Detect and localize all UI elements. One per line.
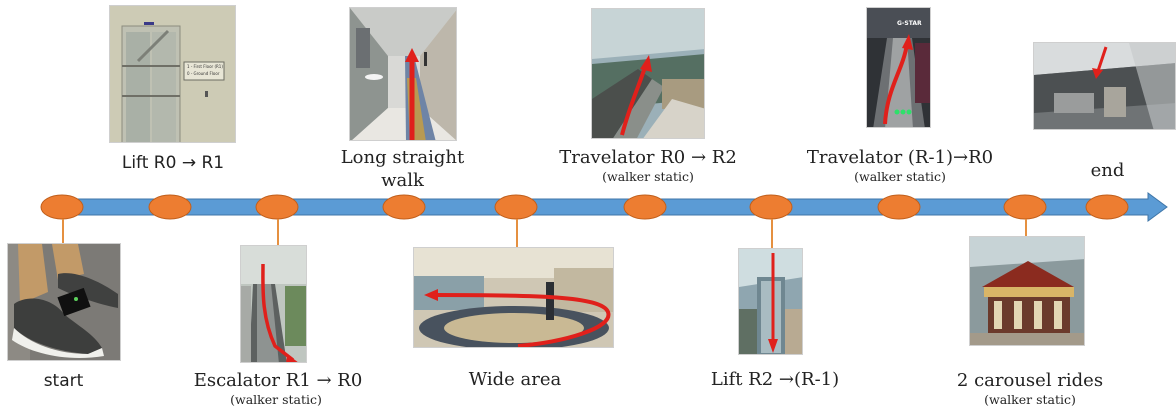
timeline-node-4	[382, 194, 426, 220]
lift-sign-line-2: 0 - Ground Floor	[187, 71, 220, 76]
timeline-arrow	[57, 192, 1168, 222]
end-photo	[1033, 42, 1176, 130]
escalator-r1-r0-label: Escalator R1 → R0	[193, 370, 363, 391]
travelator-r0-r2-note: (walker static)	[602, 169, 694, 184]
timeline-node-10	[1085, 194, 1129, 220]
travelator-r0-r2-photo	[591, 8, 705, 139]
end-label: end	[1090, 160, 1125, 181]
travelator-r0-r2-label: Travelator R0 → R2	[559, 147, 737, 168]
timeline-node-2	[148, 194, 192, 220]
connector-carousel	[1025, 219, 1027, 236]
long-walk-photo	[349, 7, 457, 141]
travelator-rm1-r0-note: (walker static)	[854, 169, 946, 184]
wide-area-photo	[413, 247, 614, 348]
travelator-rm1-r0-photo: G-STAR	[866, 7, 931, 128]
connector-wide-area	[516, 219, 518, 248]
walk-path-arrow	[405, 48, 419, 140]
timeline-node-7	[749, 194, 793, 220]
wide-area-path-arrow	[424, 289, 611, 347]
carousel-label: 2 carousel rides	[956, 370, 1104, 391]
long-walk-label-line-1: Long straight	[340, 147, 465, 168]
start-label: start	[43, 371, 84, 391]
lift-r0-r1-label: Lift R0 → R1	[121, 153, 225, 173]
lift-sign-line-1: 1 - First Floor (R1)	[187, 64, 223, 69]
travelator-sign: G-STAR	[897, 20, 922, 27]
timeline-node-6	[623, 194, 667, 220]
long-walk-label-line-2: walk	[381, 170, 424, 191]
carousel-photo	[969, 236, 1085, 346]
lift-r2-rm1-photo	[738, 248, 803, 355]
timeline-node-8	[877, 194, 921, 220]
start-photo	[7, 243, 121, 361]
connector-start	[62, 219, 64, 244]
travelator-r0-r2-path-arrow	[620, 55, 652, 136]
escalator-path-arrow	[261, 263, 298, 362]
lift-r2-path-arrow	[768, 253, 778, 353]
end-path-arrow	[1092, 46, 1108, 79]
timeline-node-5	[494, 194, 538, 220]
wide-area-label: Wide area	[468, 369, 562, 390]
lift-r2-rm1-label: Lift R2 →(R-1)	[710, 369, 840, 390]
connector-lift-r2	[771, 219, 773, 248]
carousel-note: (walker static)	[984, 392, 1076, 407]
escalator-r1-r0-note: (walker static)	[230, 392, 322, 407]
travelator-rm1-r0-label: Travelator (R-1)→R0	[806, 147, 994, 168]
lift-r0-r1-photo: 1 - First Floor (R1) 0 - Ground Floor	[109, 5, 236, 143]
escalator-r1-r0-photo	[240, 245, 307, 363]
timeline-node-1	[40, 194, 84, 220]
connector-escalator	[277, 219, 279, 245]
travelator-rm1-r0-path-arrow	[883, 34, 913, 125]
timeline-node-9	[1003, 194, 1047, 220]
timeline-node-3	[255, 194, 299, 220]
